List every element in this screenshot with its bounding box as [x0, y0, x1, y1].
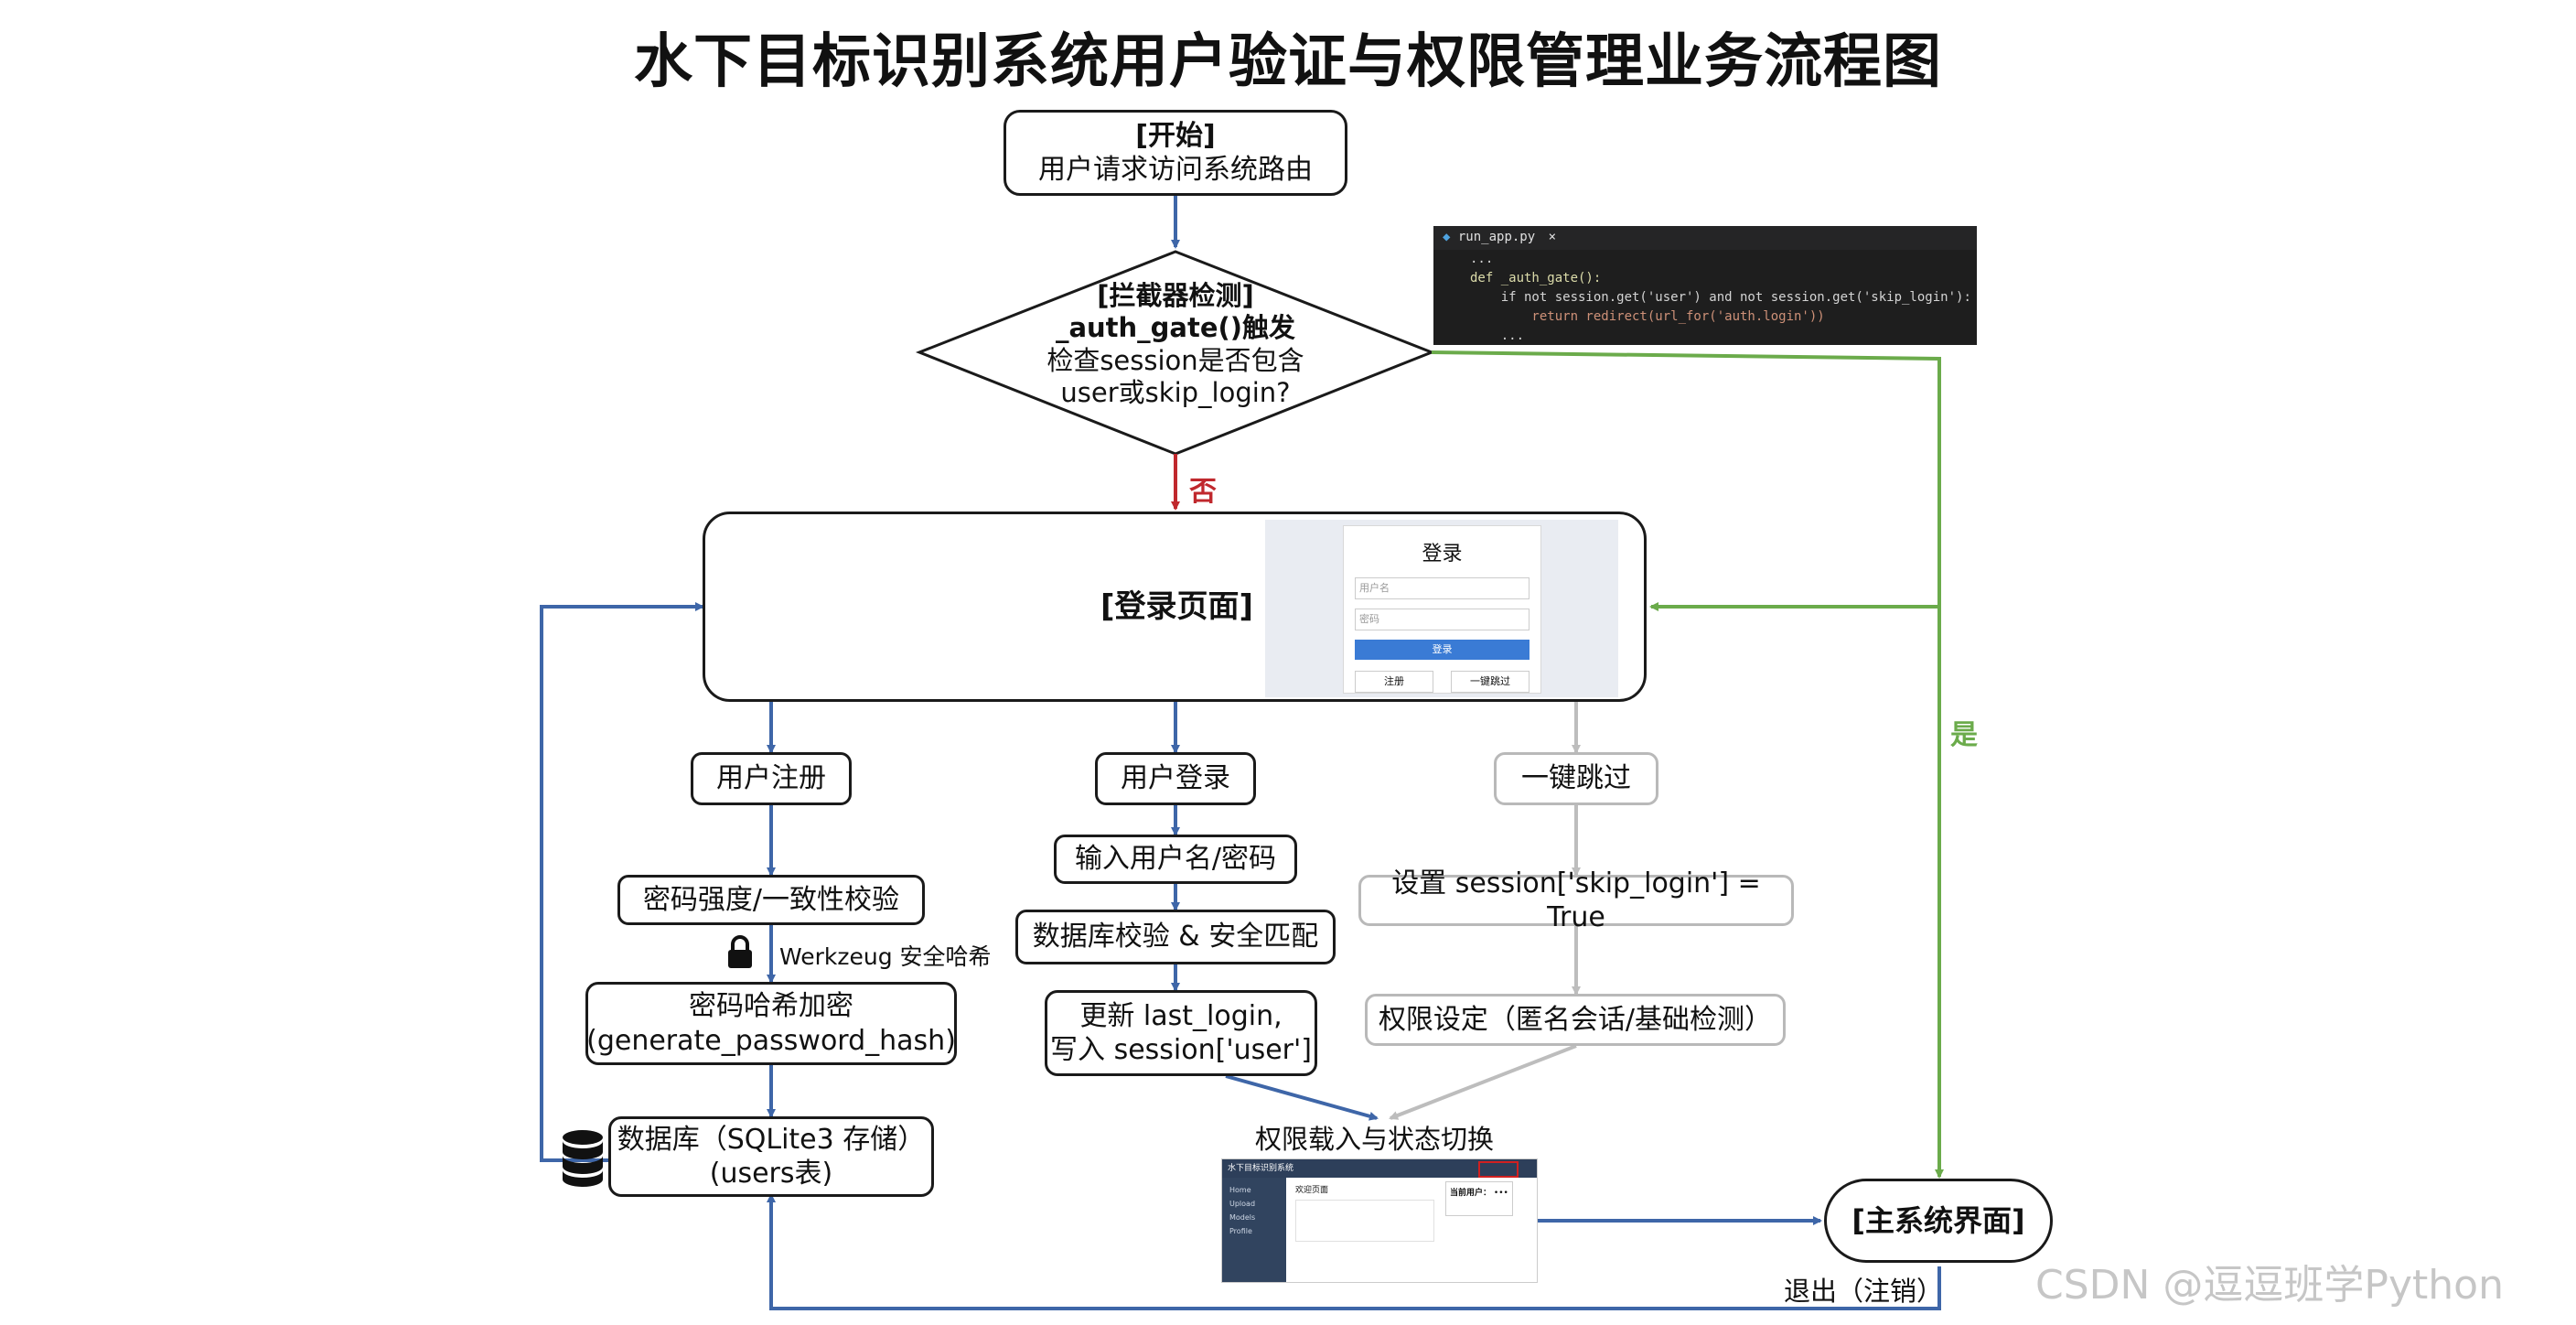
close-icon: ×	[1548, 230, 1557, 244]
set-skip-text: 设置 session['skip_login'] = True	[1391, 867, 1761, 934]
db-text-2: (users表)	[709, 1158, 833, 1190]
db-text-1: 数据库（SQLite3 存储）	[617, 1123, 926, 1156]
database-node: 数据库（SQLite3 存储） (users表)	[608, 1116, 934, 1197]
code-line: ...	[1470, 329, 1525, 343]
app-sidebar: Home Upload Models Profile	[1222, 1178, 1286, 1282]
gate-line2: user或skip_login?	[1060, 377, 1291, 409]
login-card: 登录 用户名 密码 登录 注册 一键跳过	[1343, 525, 1541, 694]
start-text: 用户请求访问系统路由	[1038, 154, 1313, 186]
login-screenshot: 登录 用户名 密码 登录 注册 一键跳过	[1265, 520, 1618, 697]
start-node: [开始] 用户请求访问系统路由	[1004, 110, 1347, 196]
python-file-icon: ◆	[1443, 230, 1451, 244]
hash-text-1: 密码哈希加密	[689, 990, 853, 1022]
code-tab: ◆ run_app.py ×	[1433, 226, 1977, 250]
yes-label: 是	[1950, 719, 1978, 751]
update-session-node: 更新 last_login, 写入 session['user']	[1045, 990, 1317, 1076]
code-filename: run_app.py	[1457, 230, 1536, 244]
input-cred-node: 输入用户名/密码	[1054, 835, 1297, 884]
code-line: def _auth_gate():	[1470, 271, 1602, 285]
nav-item[interactable]: Models	[1229, 1213, 1256, 1222]
app-topbar: 水下目标识别系统	[1222, 1159, 1537, 1178]
app-highlight	[1478, 1161, 1519, 1178]
app-name: 水下目标识别系统	[1228, 1164, 1294, 1173]
logout-label: 退出（注销）	[1784, 1276, 1944, 1307]
pwd-check-text: 密码强度/一致性校验	[642, 883, 900, 916]
password-input[interactable]: 密码	[1355, 609, 1530, 630]
skip-node: 一键跳过	[1494, 752, 1658, 805]
code-line: return redirect(url_for('auth.login'))	[1470, 309, 1825, 324]
nav-item[interactable]: Home	[1229, 1186, 1251, 1194]
register-node: 用户注册	[691, 752, 852, 805]
register-button[interactable]: 注册	[1355, 671, 1433, 693]
gate-tag: [拦截器检测]	[1097, 280, 1254, 311]
start-tag: [开始]	[1135, 119, 1216, 152]
update-text-2: 写入 session['user']	[1050, 1034, 1312, 1066]
no-label: 否	[1189, 476, 1217, 508]
app-content-card	[1295, 1200, 1434, 1242]
watermark: CSDN @逗逗班学Python	[2035, 1262, 2504, 1309]
input-cred-text: 输入用户名/密码	[1074, 843, 1277, 876]
perm-text: 权限设定（匿名会话/基础检测）	[1378, 1003, 1773, 1036]
nav-item[interactable]: Profile	[1229, 1227, 1252, 1235]
app-screenshot: 水下目标识别系统 Home Upload Models Profile 欢迎页面…	[1221, 1158, 1538, 1283]
lock-icon	[726, 935, 754, 974]
current-user-dots: •••	[1493, 1189, 1508, 1198]
gate-func: _auth_gate()触发	[1055, 312, 1296, 344]
page-title: 水下目标识别系统用户验证与权限管理业务流程图	[634, 28, 1942, 96]
nav-item[interactable]: Upload	[1229, 1200, 1256, 1208]
login-page-label: [登录页面]	[1100, 587, 1254, 625]
login-node: 用户登录	[1095, 752, 1256, 805]
skip-text: 一键跳过	[1521, 762, 1631, 795]
gate-line1: 检查session是否包含	[1046, 344, 1304, 376]
hash-node: 密码哈希加密 (generate_password_hash)	[585, 982, 957, 1065]
app-user-popup: 当前用户： •••	[1445, 1181, 1513, 1216]
main-system-node: [主系统界面]	[1824, 1179, 2053, 1263]
main-system-text: [主系统界面]	[1852, 1203, 2025, 1238]
login-form-title: 登录	[1422, 543, 1463, 566]
perm-node: 权限设定（匿名会话/基础检测）	[1365, 994, 1786, 1046]
update-text-1: 更新 last_login,	[1079, 999, 1283, 1032]
login-button[interactable]: 登录	[1355, 640, 1530, 660]
login-text: 用户登录	[1121, 762, 1230, 795]
code-line: if not session.get('user') and not sessi…	[1470, 290, 1971, 305]
database-icon	[560, 1128, 606, 1190]
set-skip-node: 设置 session['skip_login'] = True	[1358, 867, 1794, 933]
werkzeug-label: Werkzeug 安全哈希	[779, 943, 992, 970]
load-perm-label: 权限载入与状态切换	[1255, 1124, 1495, 1155]
app-panel-title: 欢迎页面	[1295, 1186, 1329, 1195]
code-snippet: ◆ run_app.py × ... def _auth_gate(): if …	[1433, 226, 1977, 345]
db-match-node: 数据库校验 & 安全匹配	[1015, 910, 1336, 964]
current-user-label: 当前用户：	[1450, 1189, 1492, 1198]
register-text: 用户注册	[716, 762, 826, 795]
hash-text-2: (generate_password_hash)	[586, 1024, 956, 1057]
pwd-check-node: 密码强度/一致性校验	[617, 875, 925, 925]
skip-button[interactable]: 一键跳过	[1451, 671, 1530, 693]
username-input[interactable]: 用户名	[1355, 577, 1530, 599]
db-match-text: 数据库校验 & 安全匹配	[1032, 921, 1319, 953]
code-line: ...	[1470, 252, 1494, 266]
gate-decision: [拦截器检测] _auth_gate()触发 检查session是否包含 use…	[993, 280, 1358, 410]
